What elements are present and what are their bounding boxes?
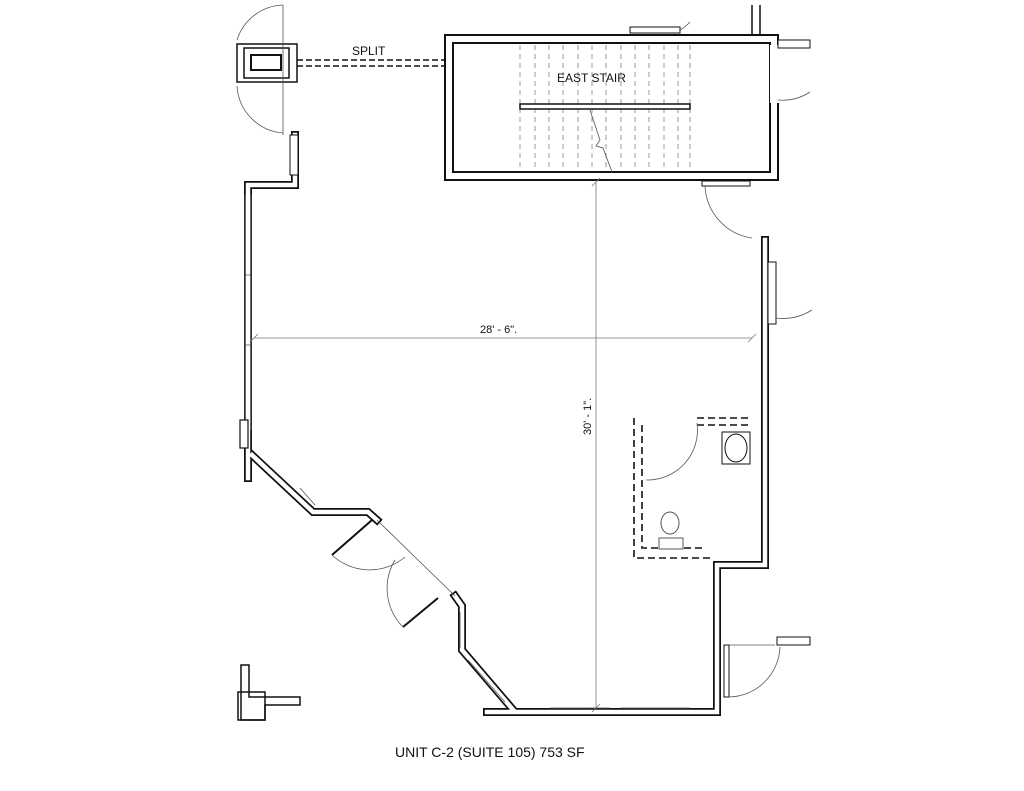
split-connection bbox=[236, 4, 445, 135]
east-stair-label: EAST STAIR bbox=[557, 71, 626, 85]
stair-break-line bbox=[589, 109, 613, 173]
dimension-lines bbox=[249, 177, 757, 713]
stair-handrail bbox=[519, 103, 691, 110]
restroom bbox=[633, 417, 752, 559]
split-label: SPLIT bbox=[352, 44, 386, 58]
east-stair-enclosure bbox=[444, 5, 811, 239]
column bbox=[237, 664, 301, 721]
sink-icon bbox=[724, 433, 748, 463]
depth-dimension-label: 30' - 1". bbox=[582, 398, 594, 435]
toilet-icon bbox=[660, 511, 680, 535]
unit-caption: UNIT C-2 (SUITE 105) 753 SF bbox=[395, 744, 585, 760]
unit-walls bbox=[239, 131, 813, 716]
rear-door bbox=[723, 636, 811, 698]
entry-double-door bbox=[331, 519, 456, 628]
width-dimension-label: 28' - 6". bbox=[480, 324, 517, 336]
